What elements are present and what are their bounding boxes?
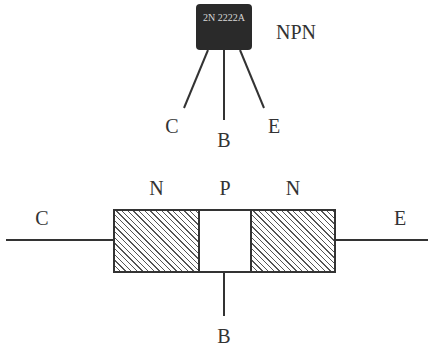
emitter-leg bbox=[240, 50, 264, 108]
type-label: NPN bbox=[276, 21, 316, 44]
base-leg bbox=[223, 50, 225, 120]
p-region: P bbox=[198, 209, 252, 273]
n-region: N bbox=[113, 209, 200, 273]
terminal-label: C bbox=[35, 207, 48, 230]
pin-label: E bbox=[268, 115, 280, 138]
region-letter: N bbox=[252, 177, 334, 200]
n-region: N bbox=[250, 209, 336, 273]
base-wire bbox=[223, 272, 225, 316]
pin-label: C bbox=[165, 115, 178, 138]
part-marking: 2N 2222A bbox=[200, 12, 248, 24]
collector-wire bbox=[6, 239, 114, 241]
collector-leg bbox=[184, 50, 208, 108]
transistor-package: 2N 2222A bbox=[196, 4, 252, 50]
pin-label: B bbox=[217, 129, 230, 152]
region-letter: N bbox=[115, 177, 198, 200]
emitter-wire bbox=[334, 239, 428, 241]
region-letter: P bbox=[200, 177, 250, 200]
terminal-label: E bbox=[394, 207, 406, 230]
terminal-label: B bbox=[217, 325, 230, 348]
